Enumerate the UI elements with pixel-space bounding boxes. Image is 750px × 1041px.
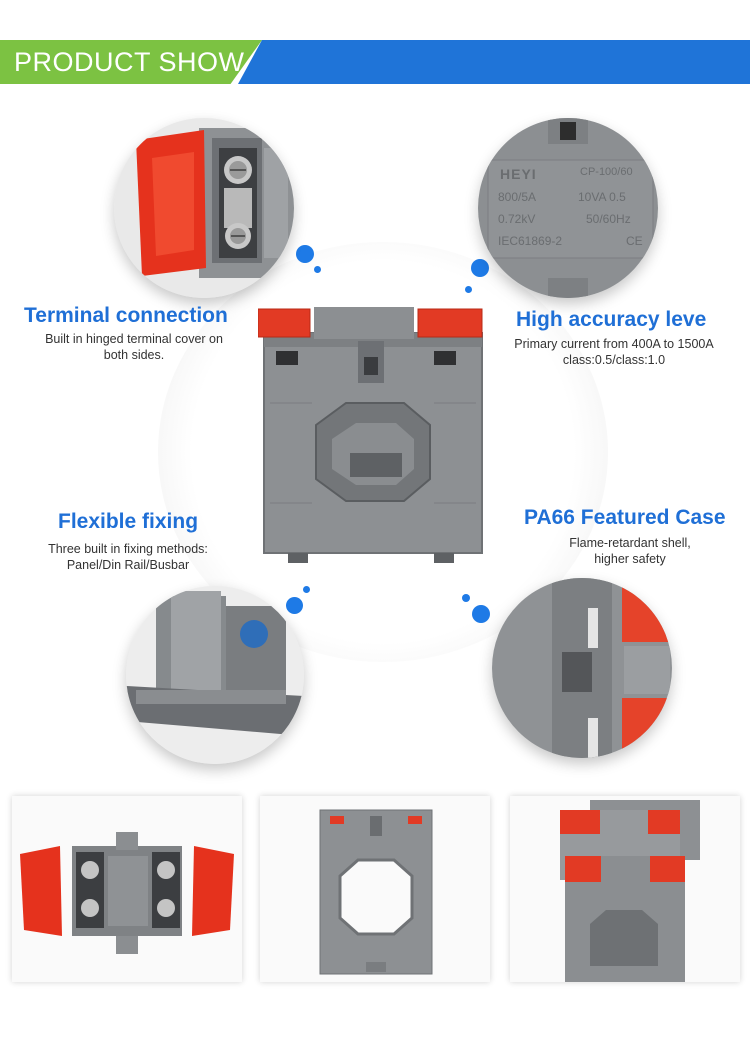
- feature-fixing-desc: Three built in fixing methods: Panel/Din…: [8, 541, 248, 573]
- feature-accuracy-title: High accuracy leve: [516, 308, 707, 331]
- feature-fixing-desc-line: Three built in fixing methods:: [48, 542, 208, 556]
- nameplate-model: CP-100/60: [580, 166, 633, 178]
- feature-fixing-title: Flexible fixing: [58, 510, 199, 533]
- photo-stacked-view: [510, 796, 740, 982]
- photo-top-view: [12, 796, 242, 982]
- nameplate-ce-mark: CE: [626, 234, 643, 248]
- feature-case-desc: Flame-retardant shell, higher safety: [510, 535, 750, 567]
- nameplate-voltage: 0.72kV: [498, 212, 536, 226]
- nameplate-burden: 10VA 0.5: [578, 190, 626, 204]
- feature-terminal-desc-line: Built in hinged terminal cover on: [45, 332, 223, 346]
- nameplate-frequency: 50/60Hz: [586, 212, 631, 226]
- decor-dot: [314, 266, 321, 273]
- case-closeup-image: [492, 578, 672, 758]
- photo-front-view: [260, 796, 490, 982]
- banner-blue-block: [238, 40, 750, 84]
- decor-dot: [465, 286, 472, 293]
- nameplate-closeup-image: HEYI CP-100/60 800/5A 10VA 0.5 0.72kV 50…: [478, 118, 658, 298]
- section-title: PRODUCT SHOW: [14, 47, 245, 77]
- decor-dot: [286, 597, 303, 614]
- feature-terminal-desc: Built in hinged terminal cover on both s…: [14, 331, 254, 363]
- nameplate-brand: HEYI: [500, 166, 537, 182]
- feature-case-title: PA66 Featured Case: [524, 506, 726, 529]
- feature-case-desc-line: Flame-retardant shell,: [569, 536, 691, 550]
- feature-terminal-title: Terminal connection: [24, 304, 228, 327]
- product-main-image: [257, 303, 488, 563]
- feature-accuracy-desc-line: class:0.5/class:1.0: [562, 353, 666, 367]
- section-banner: PRODUCT SHOW: [0, 40, 750, 84]
- decor-dot: [303, 586, 310, 593]
- decor-dot: [462, 594, 470, 602]
- feature-accuracy-desc-line: Primary current from 400A to 1500A: [514, 337, 714, 351]
- nameplate-standard: IEC61869-2: [498, 234, 563, 248]
- decor-dot: [472, 605, 490, 623]
- nameplate-ratio: 800/5A: [498, 190, 537, 204]
- decor-dot: [296, 245, 314, 263]
- feature-terminal-desc-line: both sides.: [103, 348, 165, 362]
- terminal-closeup-image: [114, 118, 294, 298]
- feature-fixing-desc-line: Panel/Din Rail/Busbar: [66, 558, 190, 572]
- feature-case-desc-line: higher safety: [594, 552, 666, 566]
- fixing-closeup-image: [126, 586, 304, 764]
- decor-dot: [471, 259, 489, 277]
- feature-accuracy-desc: Primary current from 400A to 1500A class…: [494, 336, 734, 368]
- banner-green-block: [0, 40, 262, 84]
